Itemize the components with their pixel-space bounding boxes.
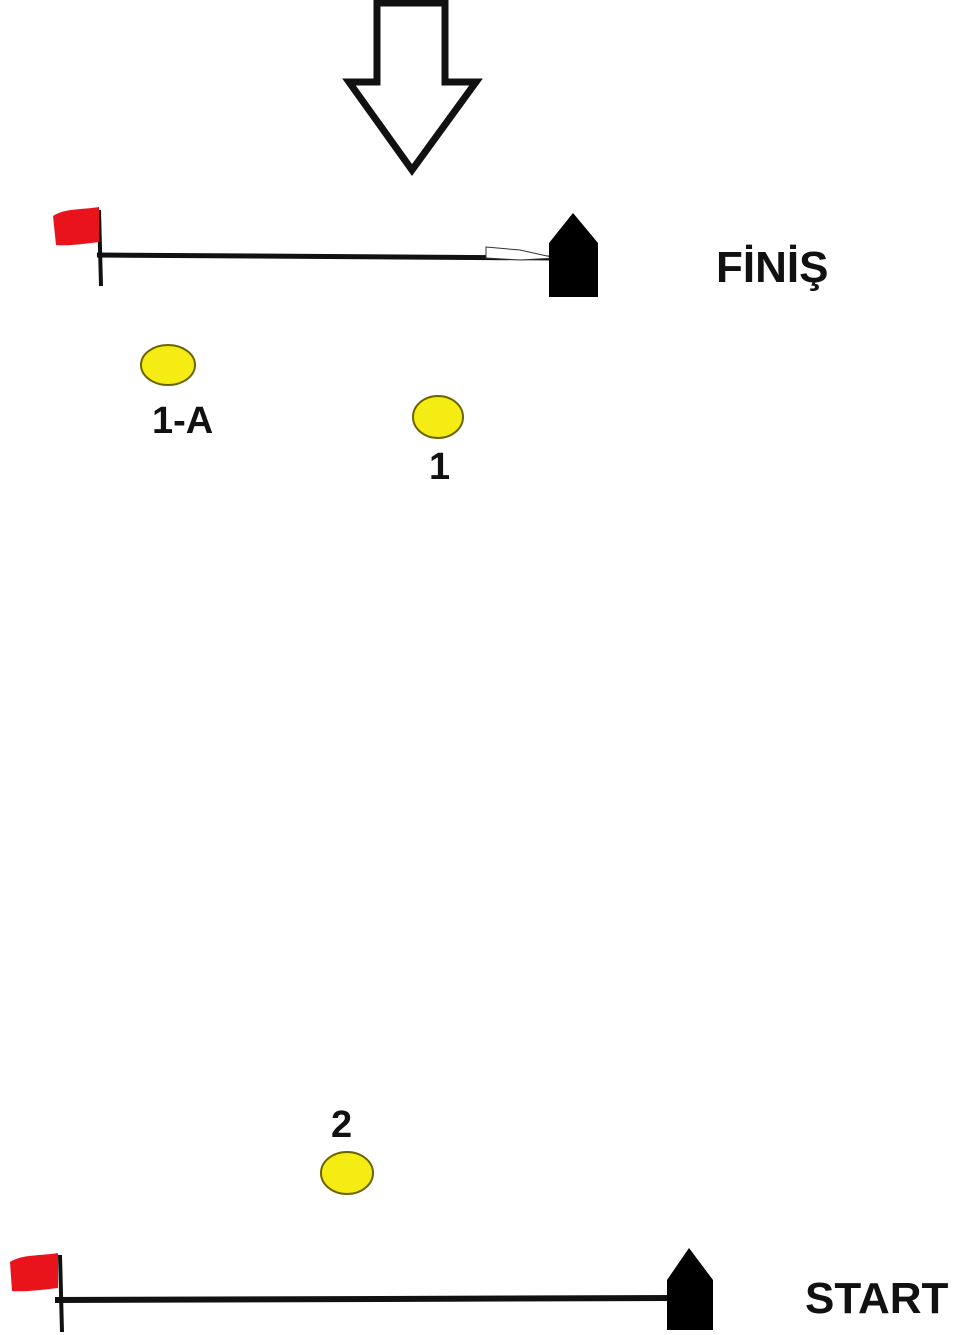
mark-1a-label: 1-A: [152, 400, 213, 442]
start-line: [54, 1295, 674, 1303]
start-label: START: [805, 1274, 949, 1323]
mark-1-buoy-icon: [412, 395, 464, 439]
finish-line-group: FİNİŞ: [53, 207, 828, 297]
start-committee-boat-icon: [667, 1248, 713, 1330]
finish-flag-icon: [53, 207, 103, 287]
start-flag-icon: [10, 1253, 64, 1333]
finish-committee-boat-icon: [549, 213, 598, 297]
mark-1a: 1-A: [140, 344, 213, 442]
mark-2-label: 2: [331, 1104, 352, 1146]
finish-label: FİNİŞ: [716, 243, 828, 292]
mark-1-label: 1: [429, 446, 450, 488]
mark-2: 2: [320, 1104, 374, 1195]
start-line-group: START: [10, 1248, 949, 1333]
mark-1: 1: [412, 395, 464, 488]
wind-direction-arrow-icon: [342, 0, 483, 176]
finish-line: [96, 252, 557, 261]
finish-line-tip-highlight: [485, 246, 557, 261]
mark-1a-buoy-icon: [140, 344, 196, 386]
mark-2-buoy-icon: [320, 1151, 374, 1195]
